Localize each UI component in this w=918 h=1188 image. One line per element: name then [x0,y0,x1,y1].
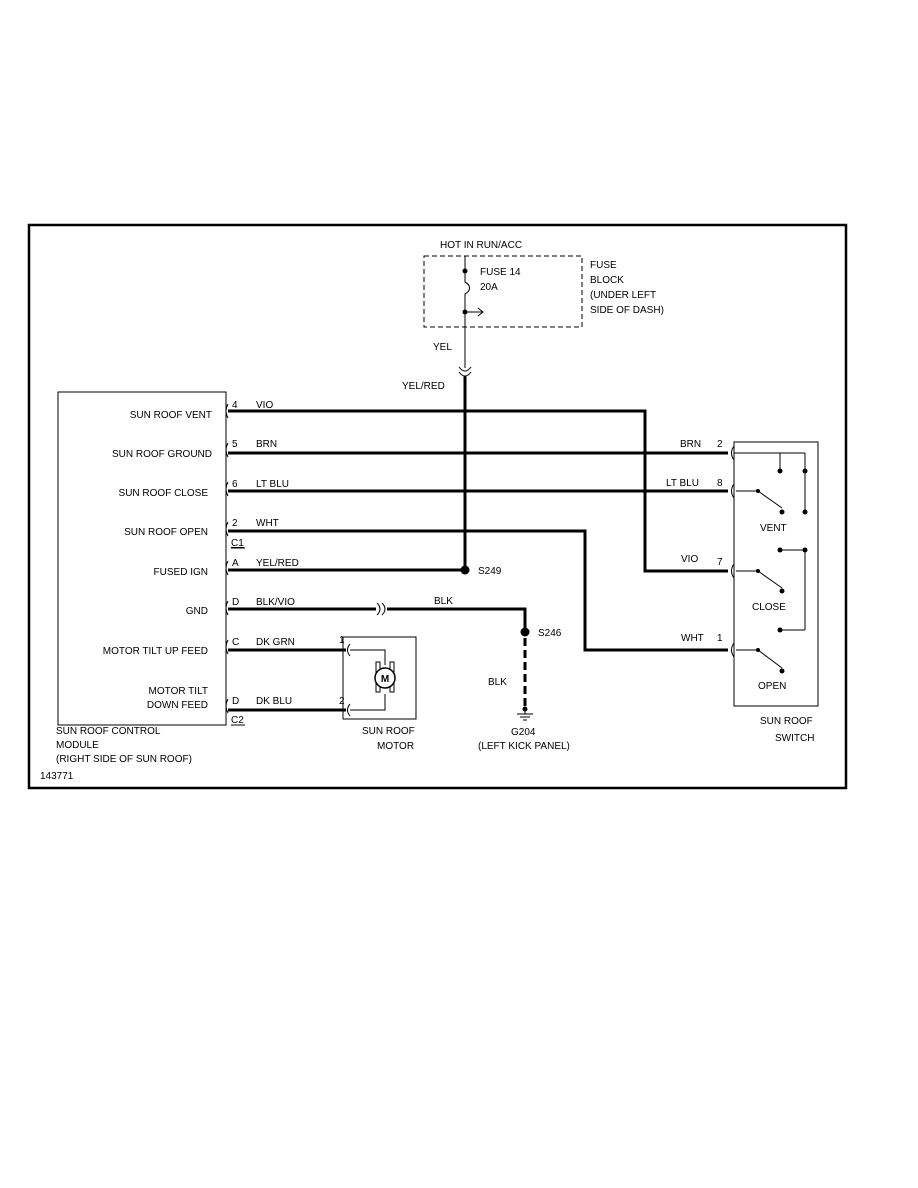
diagram-frame [27,223,848,790]
fuse-number: FUSE 14 [480,267,521,278]
switch-position-open: OPEN [758,681,786,692]
ground-g204: G204 [511,727,536,738]
hot-in-run-acc-label: HOT IN RUN/ACC [440,240,522,251]
module-name-3: (RIGHT SIDE OF SUN ROOF) [56,754,192,765]
pin-label-sun-roof-close: SUN ROOF CLOSE [119,488,209,499]
motor-name-1: SUN ROOF [362,726,415,737]
pin-label-sun-roof-vent: SUN ROOF VENT [130,410,212,421]
module-name-2: MODULE [56,740,99,751]
switch-name-1: SUN ROOF [760,716,813,727]
pin-label-motor-tilt-up-feed: MOTOR TILT UP FEED [103,646,208,657]
inline-connector-icon [458,366,472,372]
pin-label-gnd: GND [186,606,208,617]
pin-number-2: 2 [232,518,238,529]
switch-wire-vio: VIO [681,554,698,565]
connector-c1: C1 [231,538,244,549]
pin-label-fused-ign: FUSED IGN [154,567,208,578]
splice-s249-label: S249 [478,566,502,577]
wire-label-lt-blu: LT BLU [256,479,289,490]
fuse-block-label-3: (UNDER LEFT [590,290,656,301]
pin-label-motor-tilt-1: MOTOR TILT [149,686,208,697]
pin-label-sun-roof-open: SUN ROOF OPEN [124,527,208,538]
motor-name-2: MOTOR [377,741,414,752]
fuse-block-outline [423,255,583,328]
fuse-block-label-2: BLOCK [590,275,624,286]
motor-pin-2: 2 [339,696,345,707]
switch-pin-8: 8 [717,478,723,489]
pin-number-6: 6 [232,479,238,490]
blk-wire [387,607,527,630]
wire-label-yel-red: YEL/RED [256,558,299,569]
motor-pin-1: 1 [339,635,345,646]
pin-number-5: 5 [232,439,238,450]
fuse-block-label-1: FUSE [590,260,617,271]
motor-symbol: M [381,674,389,685]
splice-s246 [520,627,530,637]
wire-label-brn: BRN [256,439,277,450]
wire-label-vio: VIO [256,400,273,411]
switch-wire-wht: WHT [681,633,704,644]
wire-label-dk-blu: DK BLU [256,696,292,707]
sun-roof-switch [731,441,819,707]
switch-wire-lt-blu: LT BLU [666,478,699,489]
wht-wire [228,529,728,652]
pin-number-a: A [232,558,239,569]
ground-icon [517,706,533,721]
pin-label-sun-roof-ground: SUN ROOF GROUND [112,449,212,460]
wire-label-dk-grn: DK GRN [256,637,295,648]
ground-location: (LEFT KICK PANEL) [478,741,570,752]
yel-wire-label: YEL [433,342,452,353]
wire-label-blk-vio: BLK/VIO [256,597,295,608]
switch-pin-1: 1 [717,633,723,644]
yel-red-wire-label: YEL/RED [402,381,445,392]
switch-name-2: SWITCH [775,733,814,744]
fuse-block: HOT IN RUN/ACC FUSE 14 20A FUSE BLOCK (U… [423,240,664,328]
switch-position-vent: VENT [760,523,787,534]
figure-id: 143771 [40,771,74,782]
switch-wire-brn: BRN [680,439,701,450]
fuse-rating: 20A [480,282,498,293]
blk-wire-label-top: BLK [434,596,453,607]
splice-s249 [460,565,470,575]
motor-icon [374,667,396,689]
pin-number-c: C [232,637,239,648]
sun-roof-motor: 1 2 M [339,635,417,720]
pin-number-d-gnd: D [232,597,239,608]
sun-roof-control-module [57,391,227,726]
module-pin-terminals [225,403,229,714]
blk-wire-label-lower: BLK [488,677,507,688]
splice-s246-label: S246 [538,628,562,639]
pin-number-4: 4 [232,400,238,411]
module-name-1: SUN ROOF CONTROL [56,726,161,737]
pin-number-d-down: D [232,696,239,707]
pin-label-motor-tilt-2: DOWN FEED [147,700,208,711]
switch-pin-7: 7 [717,557,723,568]
wire-label-wht: WHT [256,518,279,529]
switch-position-close: CLOSE [752,602,786,613]
fuse-icon [464,271,470,312]
connector-c2: C2 [231,715,244,726]
switch-pin-2: 2 [717,439,723,450]
fuse-block-label-4: SIDE OF DASH) [590,305,664,316]
